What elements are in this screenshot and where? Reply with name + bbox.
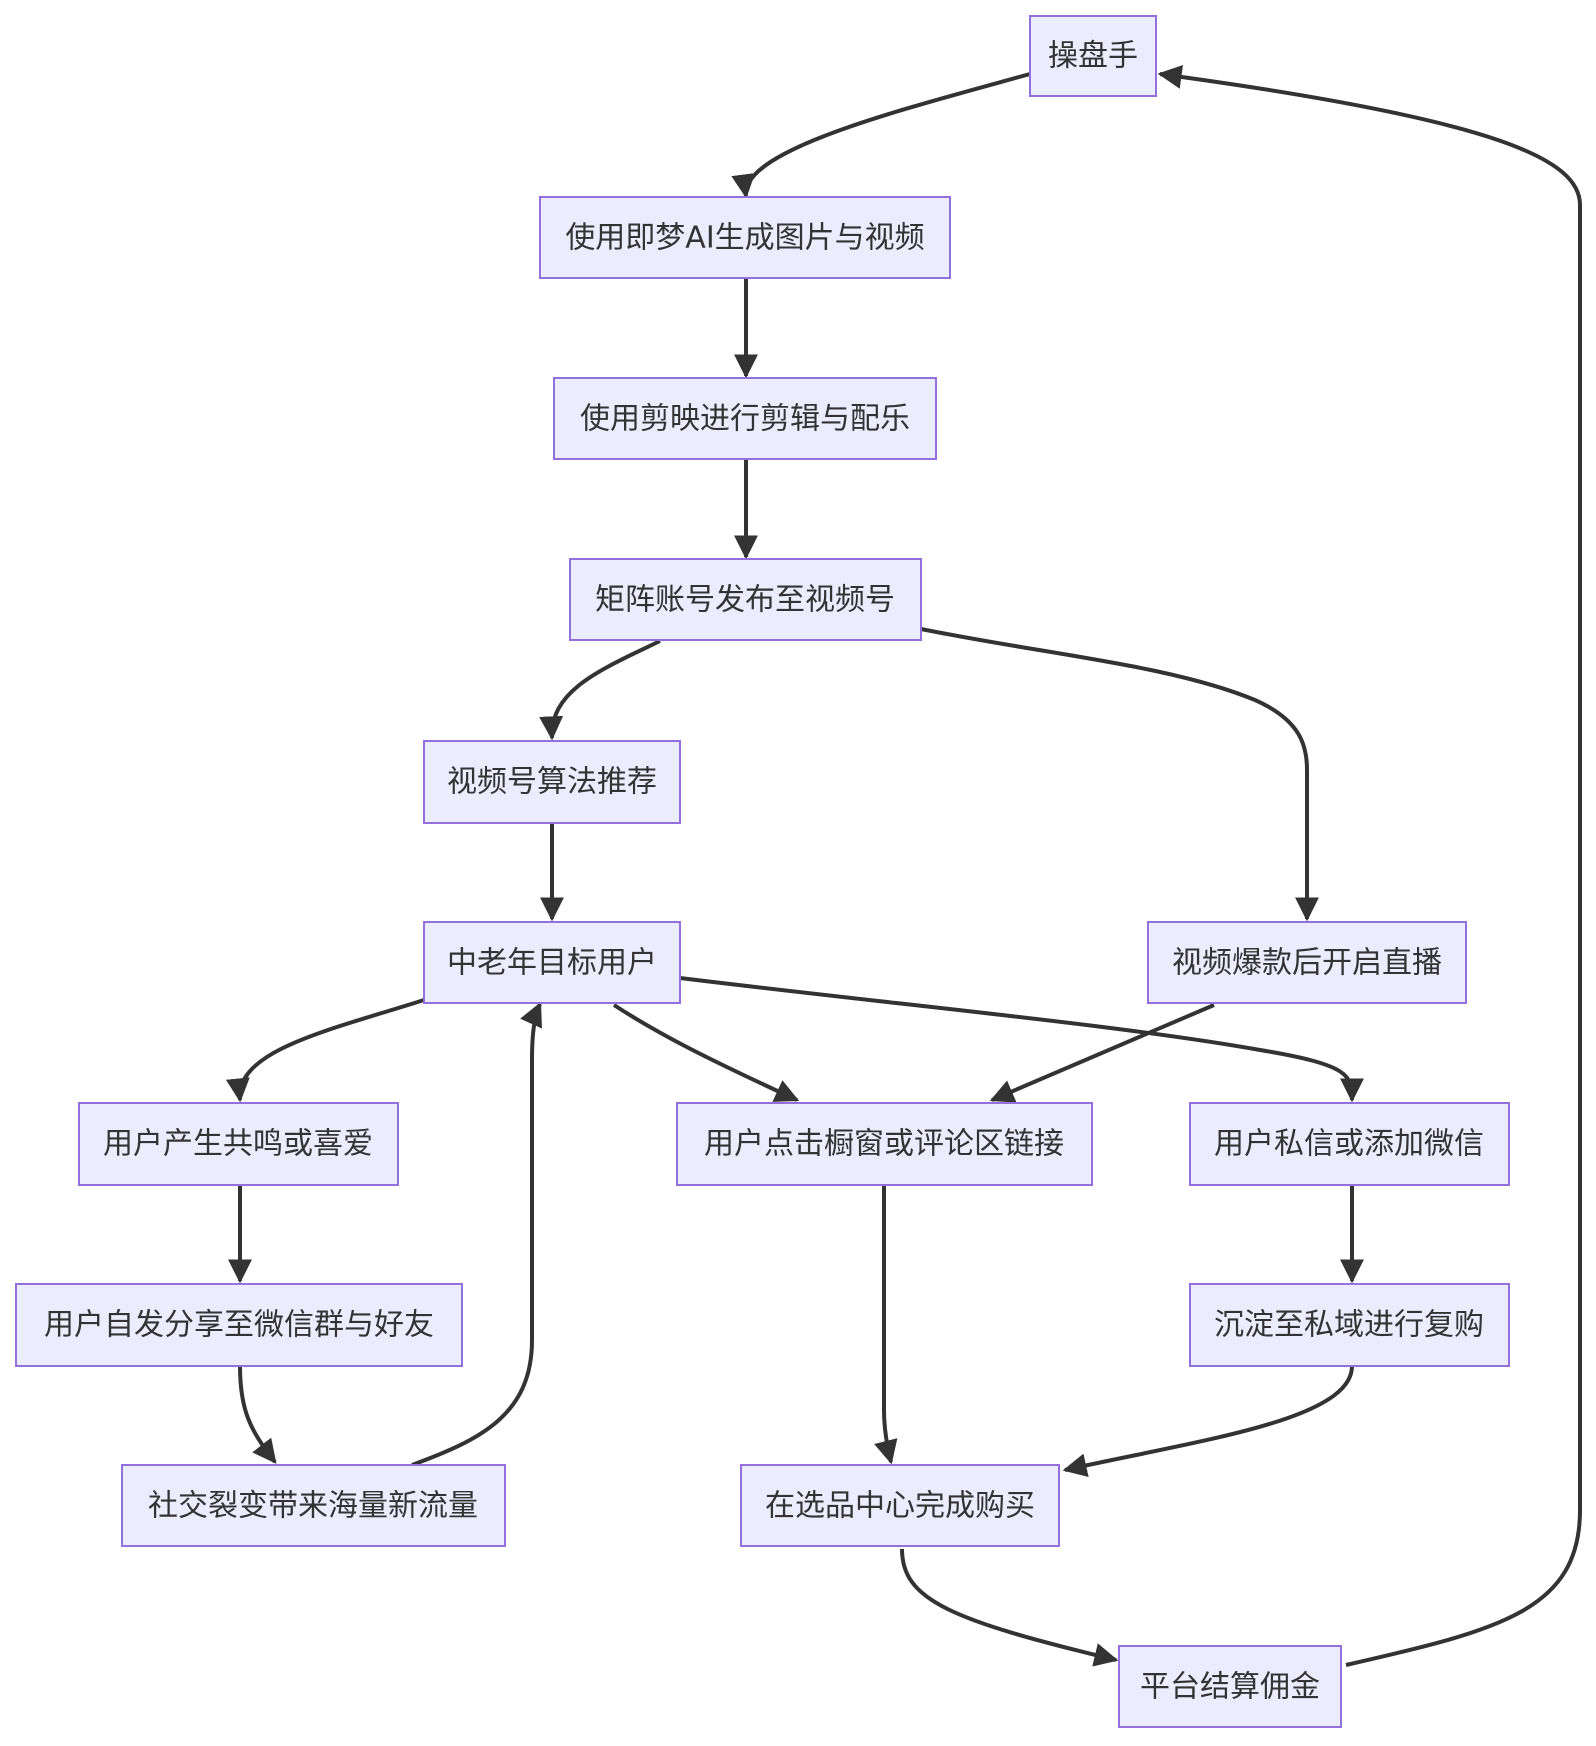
node-algorithm[interactable]: 视频号算法推荐 xyxy=(423,740,681,824)
node-box xyxy=(553,377,937,460)
node-box xyxy=(423,921,681,1004)
node-label: 用户私信或添加微信 xyxy=(1214,1127,1484,1162)
node-label: 社交裂变带来海量新流量 xyxy=(148,1489,478,1524)
node-resonance[interactable]: 用户产生共鸣或喜爱 xyxy=(78,1102,399,1186)
node-share[interactable]: 用户自发分享至微信群与好友 xyxy=(15,1283,463,1367)
node-box xyxy=(1029,15,1157,97)
node-box xyxy=(121,1464,506,1547)
node-publish[interactable]: 矩阵账号发布至视频号 xyxy=(569,558,922,641)
edge-publish-to-live-stream xyxy=(920,627,1319,922)
node-label: 使用剪映进行剪辑与配乐 xyxy=(580,402,910,437)
node-private-msg[interactable]: 用户私信或添加微信 xyxy=(1189,1102,1510,1186)
node-commission[interactable]: 平台结算佣金 xyxy=(1118,1645,1342,1728)
edge-operator-to-ai-generate xyxy=(731,72,1031,199)
edge-viral-traffic-to-target-users xyxy=(411,1001,542,1467)
node-ai-generate[interactable]: 使用即梦AI生成图片与视频 xyxy=(539,196,951,279)
node-box xyxy=(1189,1283,1510,1367)
node-operator[interactable]: 操盘手 xyxy=(1029,15,1157,97)
node-click-link[interactable]: 用户点击橱窗或评论区链接 xyxy=(676,1102,1093,1186)
edge-publish-to-algorithm xyxy=(539,639,661,741)
node-box xyxy=(423,740,681,824)
node-edit-music[interactable]: 使用剪映进行剪辑与配乐 xyxy=(553,377,937,460)
node-label: 中老年目标用户 xyxy=(447,946,657,981)
node-label: 用户自发分享至微信群与好友 xyxy=(44,1308,434,1343)
node-label: 矩阵账号发布至视频号 xyxy=(595,583,895,618)
node-label: 沉淀至私域进行复购 xyxy=(1214,1308,1484,1343)
node-purchase[interactable]: 在选品中心完成购买 xyxy=(740,1464,1060,1547)
node-label: 视频号算法推荐 xyxy=(447,765,657,800)
node-box xyxy=(1147,921,1467,1004)
edge-target-users-to-private-msg xyxy=(679,976,1364,1103)
edges xyxy=(225,65,1582,1667)
edge-live-stream-to-click-link xyxy=(989,1003,1215,1103)
node-box xyxy=(78,1102,399,1186)
edge-target-users-to-resonance xyxy=(225,998,425,1103)
node-box xyxy=(1118,1645,1342,1728)
node-label: 用户产生共鸣或喜爱 xyxy=(103,1127,373,1162)
node-box xyxy=(539,196,951,279)
node-box xyxy=(569,558,922,641)
node-label: 视频爆款后开启直播 xyxy=(1172,946,1442,981)
node-viral-traffic[interactable]: 社交裂变带来海量新流量 xyxy=(121,1464,506,1547)
edge-share-to-viral-traffic xyxy=(238,1365,277,1464)
edge-purchase-to-commission xyxy=(900,1548,1119,1667)
node-label: 用户点击橱窗或评论区链接 xyxy=(704,1127,1064,1162)
edge-target-users-to-click-link xyxy=(612,1003,800,1102)
node-live-stream[interactable]: 视频爆款后开启直播 xyxy=(1147,921,1467,1004)
node-private-domain[interactable]: 沉淀至私域进行复购 xyxy=(1189,1283,1510,1367)
node-label: 使用即梦AI生成图片与视频 xyxy=(565,221,924,256)
node-box xyxy=(676,1102,1093,1186)
node-box xyxy=(1189,1102,1510,1186)
node-label: 操盘手 xyxy=(1048,39,1138,74)
node-label: 平台结算佣金 xyxy=(1140,1670,1320,1705)
node-target-users[interactable]: 中老年目标用户 xyxy=(423,921,681,1004)
edge-commission-to-operator xyxy=(1157,65,1582,1667)
node-box xyxy=(15,1283,463,1367)
node-box xyxy=(740,1464,1060,1547)
edge-click-link-to-purchase xyxy=(874,1185,898,1465)
edge-private-domain-to-purchase xyxy=(1062,1365,1354,1478)
node-label: 在选品中心完成购买 xyxy=(765,1489,1035,1524)
